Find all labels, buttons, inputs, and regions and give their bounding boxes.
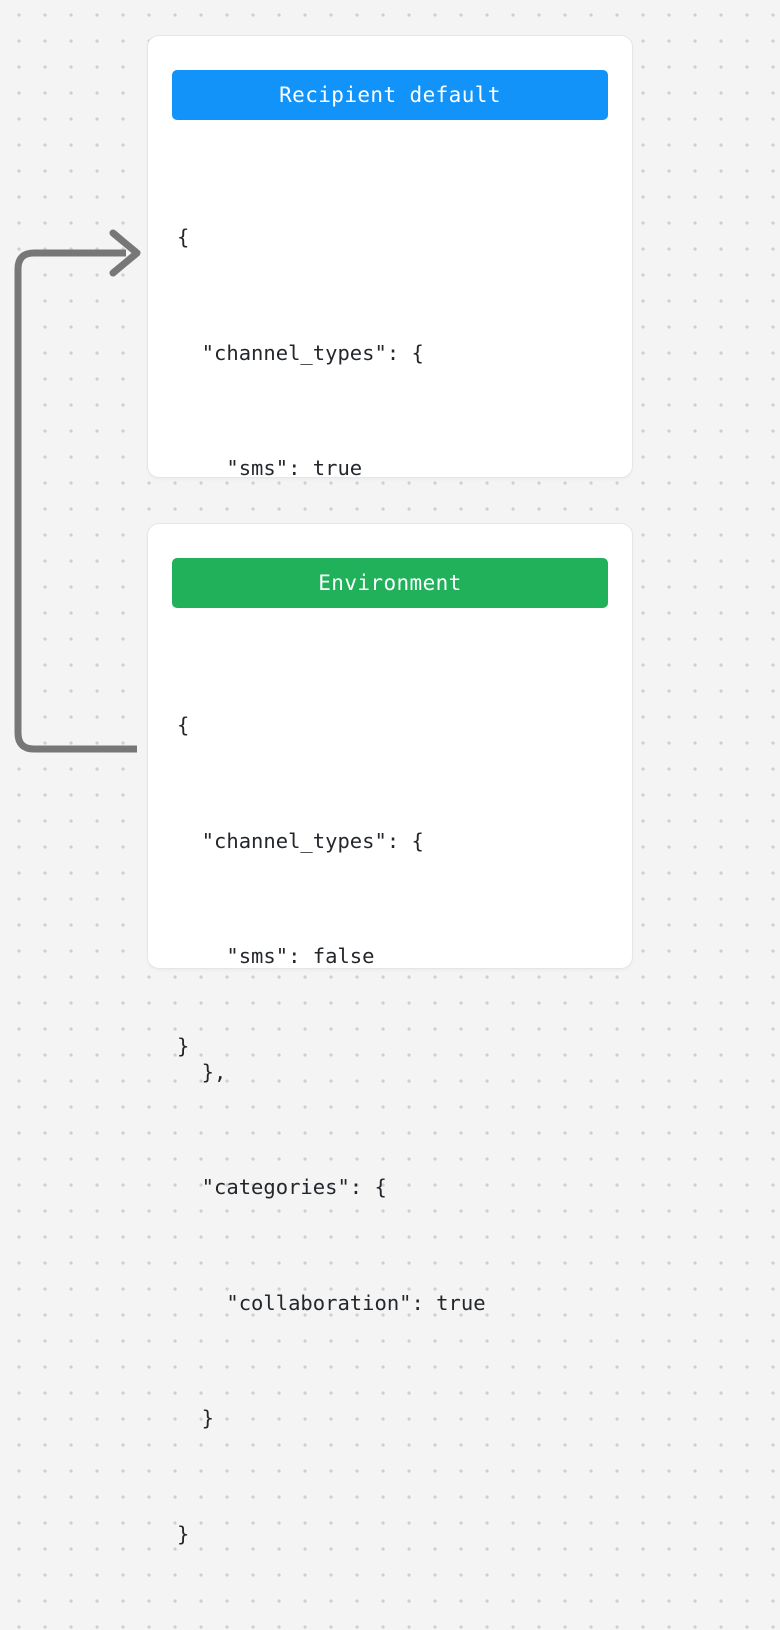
code-line: "categories": { (177, 1175, 387, 1199)
code-line: "channel_types": { (177, 828, 424, 853)
code-line: }, (177, 1059, 227, 1084)
card-environment[interactable]: Environment { "channel_types": { "sms": … (148, 524, 632, 1546)
code-line: "sms": true (177, 456, 363, 480)
code-line: "collaboration": true (177, 1290, 486, 1315)
code-block-environment: { "channel_types": { "sms": false }, "ca… (177, 629, 616, 1630)
code-line: { (177, 713, 190, 737)
card-header-environment: Environment (172, 558, 608, 608)
code-line: } (177, 1406, 215, 1430)
code-line: "channel_types": { (177, 340, 424, 365)
card-header-label: Recipient default (279, 83, 501, 107)
code-line: "sms": false (177, 944, 375, 968)
card-header-recipient-default: Recipient default (172, 70, 608, 120)
card-header-label: Environment (318, 571, 462, 595)
diagram-canvas: Recipient default { "channel_types": { "… (14, 36, 632, 1546)
code-line: { (177, 225, 190, 249)
code-line: } (177, 1521, 190, 1546)
card-recipient-default[interactable]: Recipient default { "channel_types": { "… (148, 36, 632, 1058)
